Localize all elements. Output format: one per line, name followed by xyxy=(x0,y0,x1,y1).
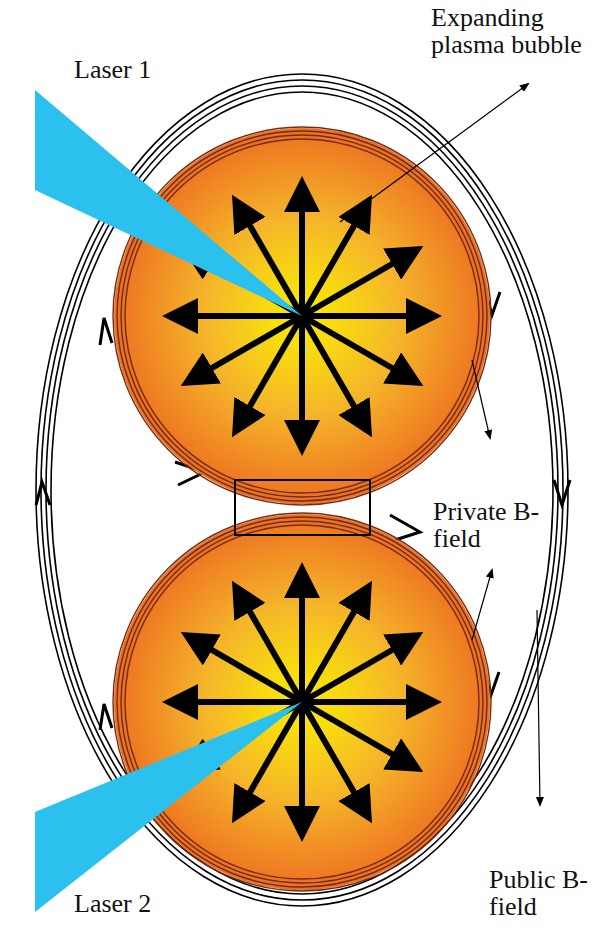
expansion-arrow xyxy=(174,313,302,319)
expansion-arrow xyxy=(299,702,305,830)
expansion-arrow xyxy=(174,699,302,705)
expansion-arrow xyxy=(238,591,302,702)
expansion-arrow xyxy=(299,316,305,444)
laser-beam xyxy=(35,90,302,316)
leader-arrows xyxy=(340,84,540,805)
laser-beam xyxy=(35,702,302,912)
callout-label: Laser 1 xyxy=(74,56,194,83)
callout-label: Laser 2 xyxy=(74,890,194,917)
field-direction-chevrons xyxy=(36,290,570,730)
expansion-arrow xyxy=(302,699,430,705)
callout-label: Public B-field xyxy=(489,866,599,921)
private-field-box xyxy=(235,480,370,535)
expansion-arrow xyxy=(191,316,302,380)
callout-label: Expanding plasma bubble xyxy=(431,4,599,59)
expansion-arrow xyxy=(302,252,413,316)
callout-label: Private B-field xyxy=(433,498,545,553)
expansion-arrow xyxy=(302,702,366,813)
expansion-arrow xyxy=(302,316,366,427)
expansion-arrow xyxy=(299,574,305,702)
expansion-arrow xyxy=(302,313,430,319)
expansion-arrow xyxy=(302,638,413,702)
expansion-arrow xyxy=(299,188,305,316)
